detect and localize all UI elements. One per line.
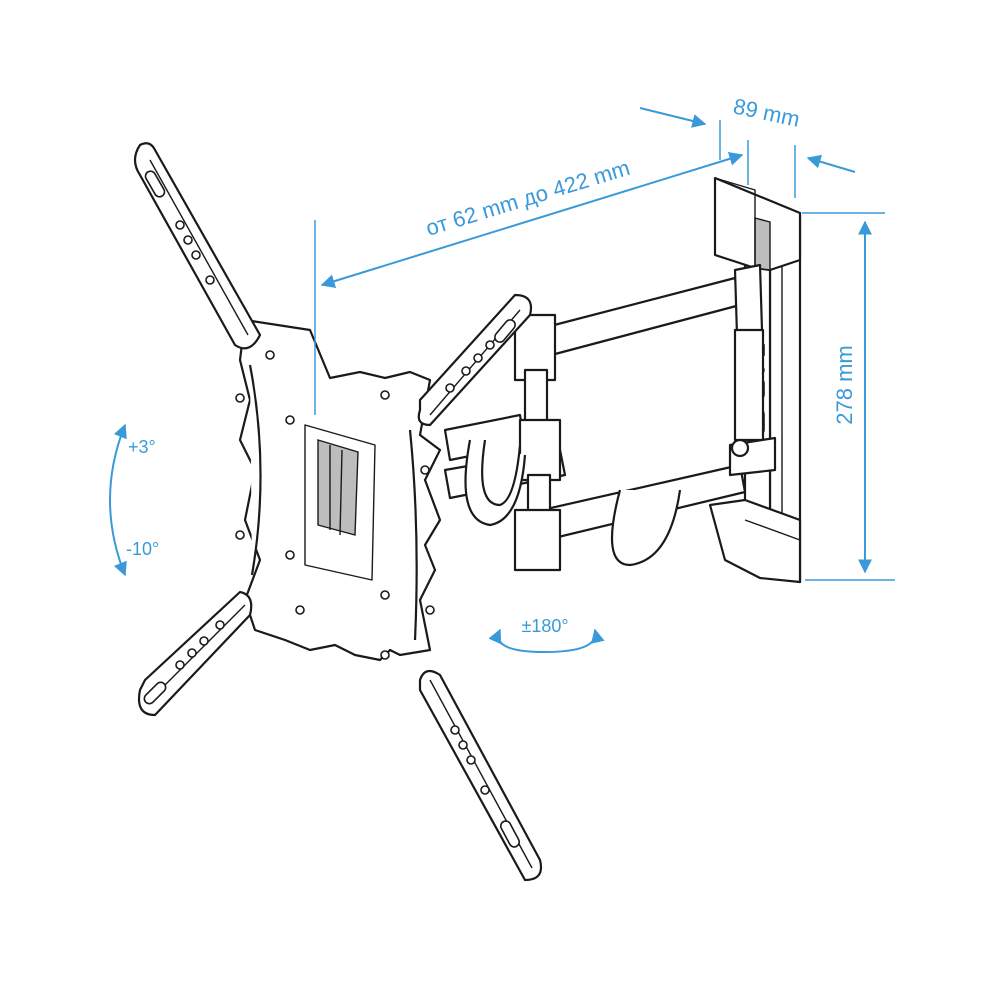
tv-arm-top-right — [417, 293, 533, 427]
swing-arms — [443, 263, 777, 572]
height-label: 278 mm — [832, 345, 857, 424]
tilt-up-label: +3° — [128, 437, 156, 457]
depth-label: 89 mm — [731, 93, 802, 131]
tilt-indicator: +3° -10° — [109, 423, 159, 577]
tv-bracket-plate — [235, 318, 442, 662]
tv-arm-bottom-left — [137, 590, 253, 717]
tilt-down-label: -10° — [126, 539, 159, 559]
tv-arm-bottom-right — [418, 669, 543, 882]
dimension-height: 278 mm — [802, 212, 895, 581]
tv-arm-top-left — [133, 142, 262, 350]
dimension-depth: 89 mm — [639, 93, 856, 198]
swivel-label: ±180° — [521, 616, 568, 636]
swivel-indicator: ±180° — [488, 616, 605, 654]
